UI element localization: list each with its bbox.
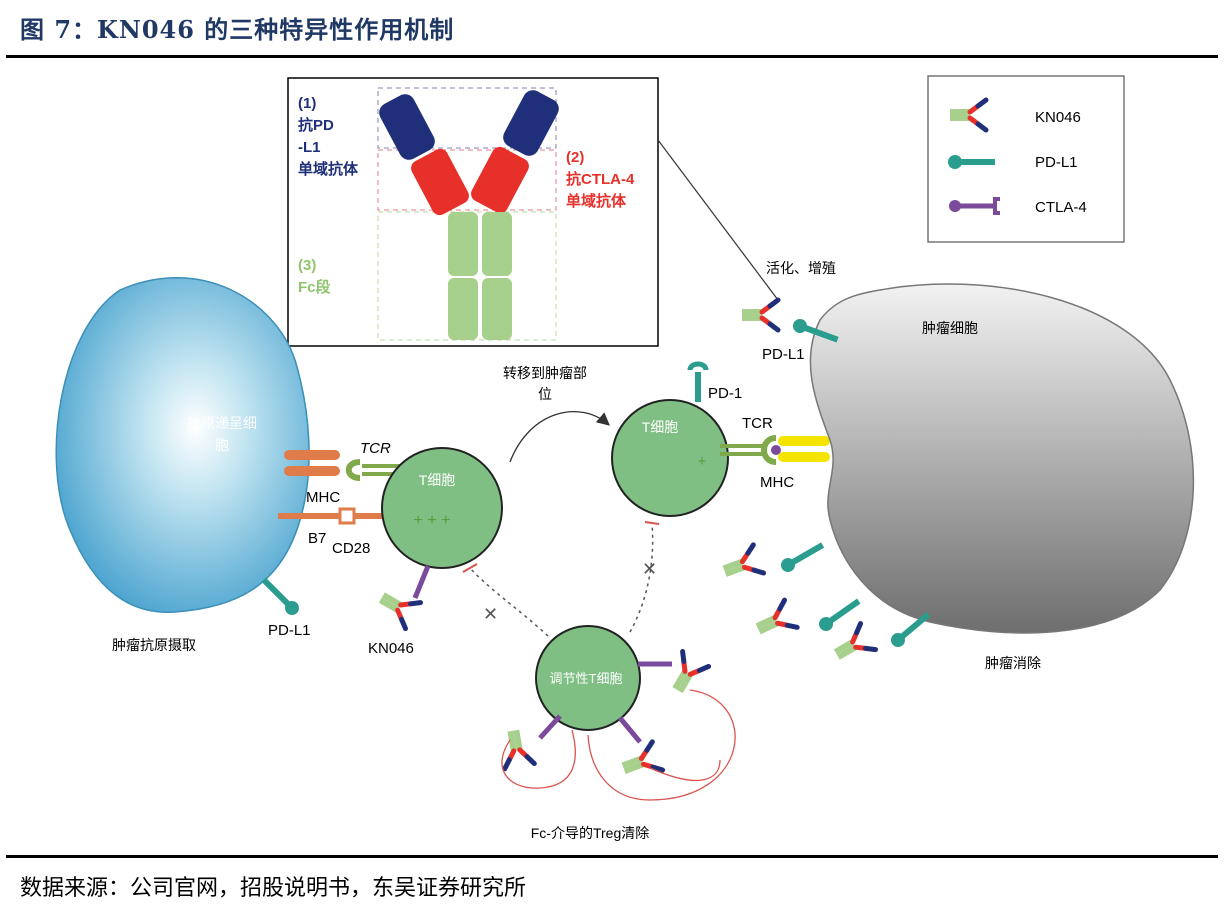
tcr-right — [720, 435, 777, 465]
bottom-rule — [6, 855, 1218, 858]
inset-label-1: (1) 抗PD -L1 单域抗体 — [298, 95, 359, 178]
mhc-right — [771, 436, 830, 462]
ctla4-left — [412, 565, 431, 599]
inset-label-3: (3) Fc段 — [298, 257, 331, 296]
figure-title: 图 7：KN046 的三种特异性作用机制 — [20, 15, 455, 44]
t-cell-left: T细胞 + + + — [381, 447, 503, 569]
anti-ctla4-domain-right — [471, 146, 529, 214]
mhc-left-label: MHC — [306, 489, 340, 506]
inhibit-x-right: ✕ — [642, 559, 657, 579]
kn046-tumor-1 — [719, 545, 763, 586]
treg-inhibit-left — [469, 567, 549, 637]
tumor-cell: 肿瘤细胞 — [809, 283, 1195, 634]
cd28-label: CD28 — [332, 540, 370, 557]
pdl1-right-label: PD-L1 — [762, 346, 805, 363]
t-cell-left-label: T细胞 — [419, 472, 456, 488]
treg-cell: 调节性T细胞 — [535, 625, 641, 731]
tcr-right-label: TCR — [742, 415, 773, 432]
tumor-label: 肿瘤细胞 — [922, 320, 978, 336]
legend-kn046: KN046 — [1035, 109, 1081, 126]
apc-label-1: 抗原递呈细 — [187, 415, 257, 431]
inset-label-2: (2) 抗CTLA-4 单域抗体 — [566, 149, 639, 210]
treg-kn046-bindings — [499, 651, 709, 782]
kn046-top-icon — [742, 300, 778, 330]
treg-caption: Fc-介导的Treg清除 — [531, 825, 649, 841]
t-cell-right-signal: + — [698, 453, 707, 470]
treg-inhibit-right — [629, 523, 654, 633]
antibody-inset: (1) 抗PD -L1 单域抗体 (2) 抗CTLA-4 单域抗体 (3) Fc… — [287, 77, 659, 347]
migration-arrow — [509, 410, 610, 463]
mhc-left — [284, 450, 340, 476]
tcr-left-label: TCR — [360, 440, 391, 457]
inhibit-x-left: ✕ — [483, 604, 498, 624]
pdl1-left-icon — [259, 575, 302, 618]
pdl1-tumor-2 — [816, 595, 863, 633]
migrate-label-2: 位 — [538, 386, 552, 402]
mhc-right-label: MHC — [760, 474, 794, 491]
kn046-left-label: KN046 — [368, 640, 414, 657]
fc-domain — [448, 212, 478, 276]
treg-label: 调节性T细胞 — [550, 671, 623, 686]
kn046-tumor-2 — [752, 600, 797, 642]
antigen-presenting-cell: 抗原递呈细 胞 — [55, 276, 310, 613]
anti-ctla4-domain-left — [411, 148, 469, 216]
anti-pdl1-domain-left — [379, 94, 435, 160]
source-note: 数据来源：公司官网，招股说明书，东吴证券研究所 — [20, 876, 527, 901]
fc-mediated-loops — [501, 689, 736, 801]
anti-pdl1-domain-right — [503, 90, 559, 156]
t-cell-right: T细胞 + — [611, 399, 729, 517]
inset-pointer-line — [657, 139, 779, 301]
pd1-receptor — [687, 361, 709, 402]
legend: KN046 PD-L1 CTLA-4 — [927, 75, 1125, 243]
migrate-label-1: 转移到肿瘤部 — [503, 365, 587, 381]
pdl1-left-label: PD-L1 — [268, 622, 311, 639]
tumor-caption: 肿瘤消除 — [985, 655, 1041, 671]
kn046-left-icon — [374, 585, 420, 629]
kn046-tumor-3 — [829, 624, 875, 668]
t-cell-left-signal: + + + — [414, 512, 451, 529]
legend-pdl1: PD-L1 — [1035, 154, 1078, 171]
pd1-label: PD-1 — [708, 385, 742, 402]
legend-ctla4-icon — [949, 197, 1000, 215]
top-rule — [6, 55, 1218, 58]
t-cell-right-label: T细胞 — [642, 419, 679, 435]
pdl1-tumor-1 — [778, 539, 826, 575]
legend-ctla4: CTLA-4 — [1035, 199, 1087, 216]
b7-label: B7 — [308, 530, 326, 547]
apc-caption: 肿瘤抗原摄取 — [112, 637, 196, 653]
activate-label: 活化、增殖 — [766, 260, 836, 276]
apc-label-2: 胞 — [215, 437, 229, 453]
